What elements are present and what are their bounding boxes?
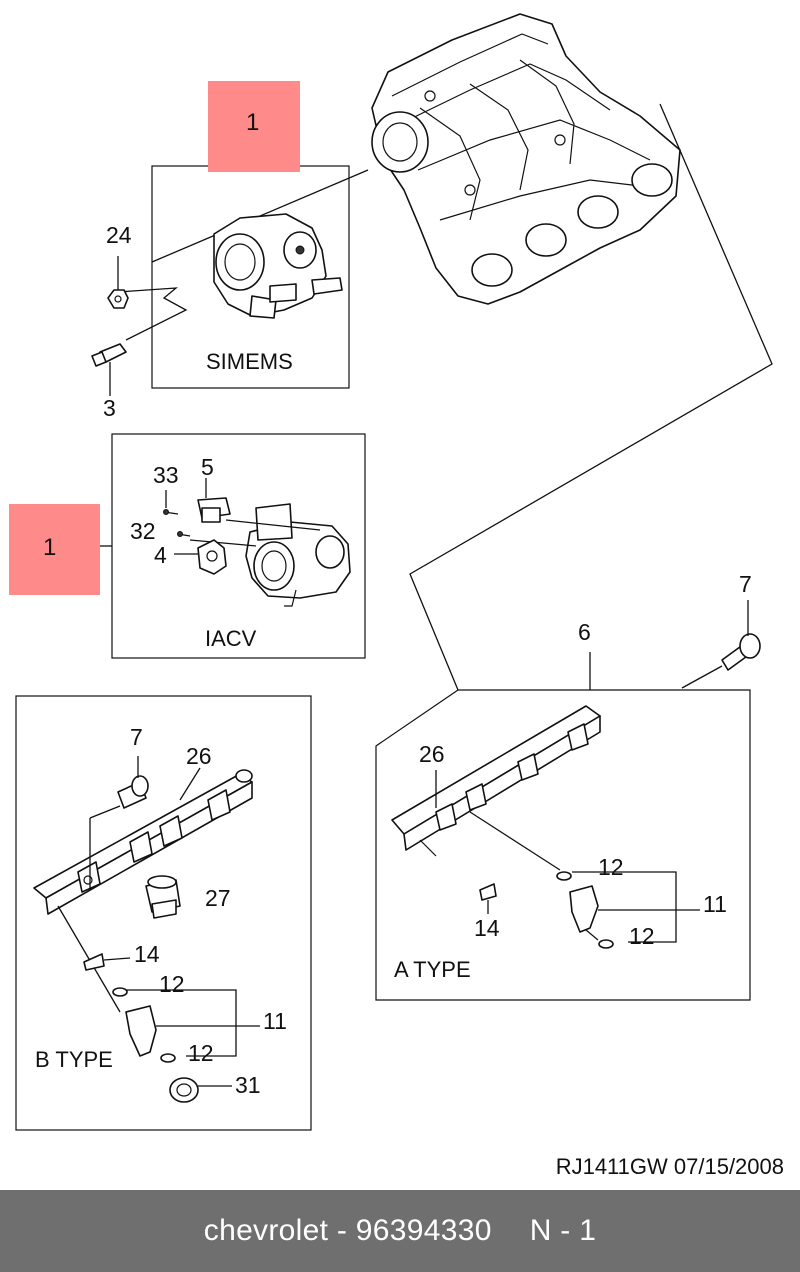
- injector-b-type: [112, 987, 176, 1063]
- callout-26-b: 26: [186, 743, 212, 769]
- callout-7-right: 7: [739, 571, 752, 597]
- fuel-rail-b-type: [33, 769, 253, 915]
- throttle-body-simems: [213, 213, 343, 319]
- diagram-drawing: [15, 13, 773, 1131]
- footer-bar: chevrolet - 96394330 N - 1: [0, 1190, 800, 1272]
- b-type-label: B TYPE: [35, 1047, 113, 1072]
- a-type-label: A TYPE: [394, 957, 471, 982]
- injector-a-type: [556, 871, 614, 949]
- callout-5: 5: [201, 454, 214, 480]
- fuel-rail-a-type: [391, 705, 601, 871]
- callout-11-b: 11: [263, 1008, 287, 1034]
- callout-24: 24: [106, 222, 132, 248]
- callout-12-b-bottom: 12: [188, 1040, 214, 1066]
- callout-33: 33: [153, 462, 179, 488]
- callout-4: 4: [154, 542, 167, 568]
- callout-12-b-top: 12: [159, 971, 185, 997]
- callout-12-a-top: 12: [598, 854, 624, 880]
- highlight-marker-label: 1: [43, 534, 57, 561]
- diagram-reference-code: RJ1411GW 07/15/2008: [555, 1154, 784, 1179]
- callout-14-b: 14: [134, 941, 160, 967]
- simems-leader-lines: [117, 287, 188, 341]
- callout-3: 3: [103, 395, 116, 421]
- clip-part-14-b: [83, 953, 105, 971]
- bolt-part-7-b: [117, 775, 149, 809]
- highlight-marker-label: 1: [246, 109, 260, 136]
- seal-part-31: [169, 1077, 199, 1103]
- pressure-regulator-part-27: [145, 875, 181, 919]
- b-type-box: [15, 695, 312, 1131]
- a-type-box: [375, 689, 751, 1001]
- bolt-part-3: [91, 343, 127, 367]
- simems-label: SIMEMS: [206, 349, 293, 374]
- callout-11-a: 11: [703, 891, 727, 917]
- highlight-marker-top: 1: [208, 81, 300, 172]
- footer-brand: chevrolet: [203, 1214, 329, 1247]
- callout-14-a: 14: [474, 915, 500, 941]
- iac-valve-part-5: [197, 497, 231, 523]
- intake-manifold: [371, 13, 681, 305]
- highlight-marker-left: 1: [9, 504, 100, 595]
- callout-32: 32: [130, 518, 156, 544]
- gasket-part-4: [197, 539, 227, 575]
- callout-31: 31: [235, 1072, 261, 1098]
- iacv-label: IACV: [205, 626, 257, 651]
- parts-diagram: 1 1 SIMEMS IACV A TYPE B TYPE 24 3 33 5 …: [9, 13, 784, 1179]
- callout-6: 6: [578, 619, 591, 645]
- callout-7-b: 7: [130, 724, 143, 750]
- footer-page: N - 1: [529, 1214, 597, 1247]
- clip-part-14-a: [479, 883, 497, 901]
- footer-dash: -: [336, 1214, 348, 1247]
- footer-part-number: 96394330: [355, 1214, 492, 1247]
- throttle-body-iacv: [189, 503, 351, 607]
- callout-26-a: 26: [419, 741, 445, 767]
- nut-part-24: [107, 289, 129, 309]
- callout-12-a-bottom: 12: [629, 923, 655, 949]
- manifold-leader-right: [409, 103, 773, 691]
- callout-27: 27: [205, 885, 231, 911]
- screw-part-32: [177, 531, 191, 537]
- screw-part-33: [163, 509, 179, 515]
- bolt-part-7-right: [721, 633, 761, 671]
